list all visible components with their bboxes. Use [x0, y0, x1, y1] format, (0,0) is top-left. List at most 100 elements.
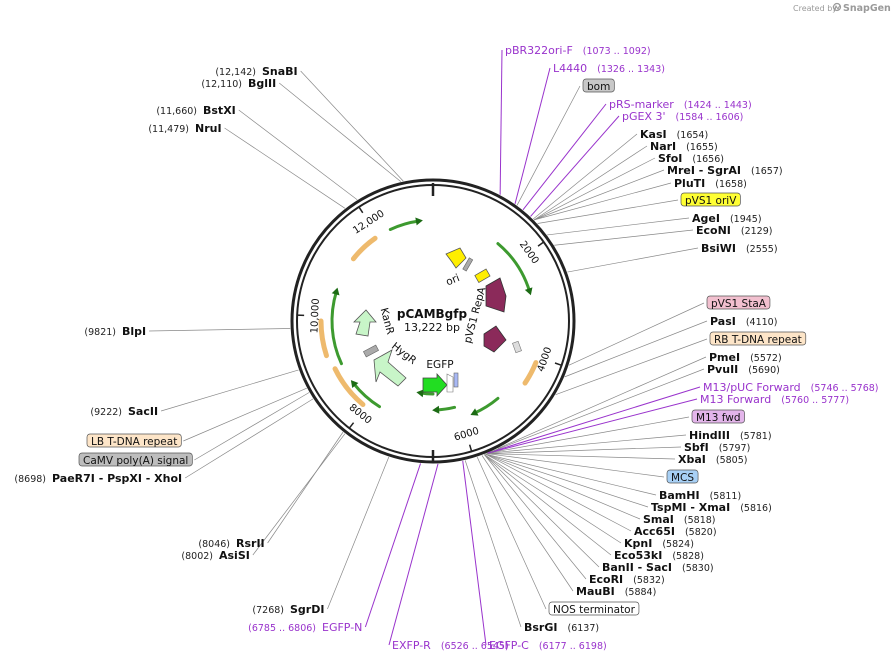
leader-line [149, 328, 291, 332]
primer-label[interactable]: EGFP-C (6177 .. 6198) [489, 639, 607, 652]
enzyme-label[interactable]: BlpI(9821) [84, 325, 146, 338]
feature-label[interactable]: pVS1 StaA [706, 295, 771, 310]
enzyme-label[interactable]: SnaBI(12,142) [215, 65, 297, 78]
leader-line [486, 446, 682, 454]
primer-label[interactable]: M13 Forward(5760 .. 5777) [700, 393, 849, 406]
orf-arc [318, 318, 329, 359]
feature-label[interactable]: NOS terminator [548, 601, 640, 616]
enzyme-label[interactable]: BglII(12,110) [201, 77, 276, 90]
leader-line [522, 103, 607, 211]
enzyme-position: (6137) [567, 623, 599, 634]
tick-label: 6000 [453, 426, 481, 444]
leader-line [484, 454, 600, 568]
site-labels: SnaBI(12,142)BglII(12,110) BstXI(11,660) N… [14, 44, 878, 652]
orf-arrowhead [524, 287, 533, 296]
enzyme-name: EcoNI [696, 224, 731, 237]
primer-label[interactable]: EXFP-R(6526 .. 6545) [392, 639, 509, 652]
enzyme-position: (8698) [14, 474, 46, 485]
enzyme-label[interactable]: KpnI(5824) [624, 537, 694, 550]
enzyme-label[interactable]: BsrGI(6137) [524, 621, 599, 634]
leader-line [537, 199, 679, 224]
enzyme-position: (1945) [730, 214, 762, 225]
primer-position: (1584 .. 1606) [676, 112, 744, 123]
enzyme-label[interactable]: SgrDI(7268) [252, 603, 324, 616]
enzyme-name: PvuII [707, 363, 738, 376]
enzyme-label[interactable]: BsiWI(2555) [701, 242, 778, 255]
enzyme-label[interactable]: BamHI(5811) [659, 489, 741, 502]
enzyme-name: BanII - SacI [602, 561, 672, 574]
tick-label: 2000 [517, 239, 541, 266]
enzyme-label[interactable]: BanII - SacI (5830) [602, 561, 714, 574]
enzyme-name: SacII [128, 405, 158, 418]
enzyme-label[interactable]: XbaI(5805) [678, 453, 747, 466]
enzyme-name: MauBI [576, 585, 615, 598]
feature-label-text: MCS [671, 472, 694, 484]
enzyme-name: HindIII [689, 429, 730, 442]
primer-position: (1073 .. 1092) [583, 46, 651, 57]
leader-line [485, 453, 632, 532]
enzyme-label[interactable]: Eco53kI(5828) [614, 549, 704, 562]
primer-label[interactable]: M13/pUC Forward(5746 .. 5768) [703, 381, 879, 394]
enzyme-position: (9821) [84, 327, 116, 338]
enzyme-label[interactable]: PluTI(1658) [674, 177, 747, 190]
enzyme-position: (5781) [740, 431, 772, 442]
enzyme-label[interactable]: Acc65I(5820) [634, 525, 717, 538]
feature-label[interactable]: LB T-DNA repeat [86, 433, 182, 448]
enzyme-label[interactable]: TspMI - XmaI(5816) [651, 501, 772, 514]
enzyme-label[interactable]: AgeI(1945) [692, 212, 762, 225]
feature-label-box [548, 601, 640, 616]
leader-line [194, 392, 310, 461]
enzyme-label[interactable]: KasI(1654) [640, 128, 708, 141]
primer-name: EGFP-C [489, 639, 529, 652]
primer-label[interactable]: EGFP-N(6785 .. 6806) [248, 621, 362, 634]
primer-position: (6177 .. 6198) [539, 641, 607, 652]
enzyme-label[interactable]: PmeI(5572) [709, 351, 782, 364]
primer-label[interactable]: pRS-marker(1424 .. 1443) [609, 98, 752, 111]
feature-label[interactable]: MCS [666, 469, 699, 484]
feature-label-box [691, 409, 745, 424]
primer-position: (1424 .. 1443) [684, 100, 752, 111]
feature-label-box [680, 192, 741, 207]
enzyme-position: (5830) [682, 563, 714, 574]
enzyme-position: (5820) [685, 527, 717, 538]
enzyme-label[interactable]: EcoNI(2129) [696, 224, 772, 237]
enzyme-label[interactable]: RsrII(8046) [198, 537, 264, 550]
enzyme-label[interactable]: PvuII(5690) [707, 363, 780, 376]
mcs-marker [453, 372, 459, 388]
leader-line [499, 49, 503, 195]
orf-arrowhead [432, 405, 440, 414]
feature-label-box [86, 433, 182, 448]
feature-label[interactable]: M13 fwd [691, 409, 745, 424]
leader-line [497, 356, 707, 449]
enzyme-name: SfoI [658, 152, 682, 165]
enzyme-label[interactable]: SbfI(5797) [684, 441, 750, 454]
enzyme-label[interactable]: EcoRI(5832) [589, 573, 665, 586]
enzyme-label[interactable]: HindIII (5781) [689, 429, 772, 442]
enzyme-label[interactable]: NruI(11,479) [148, 122, 221, 135]
feature-label[interactable]: RB T-DNA repeat [709, 331, 807, 346]
enzyme-name: KpnI [624, 537, 652, 550]
primer-label[interactable]: pBR322ori-F(1073 .. 1092) [505, 44, 651, 57]
primer-label[interactable]: L4440(1326 .. 1343) [553, 62, 665, 75]
tick-mark [554, 362, 562, 366]
enzyme-label[interactable]: AsiSI(8002) [181, 549, 249, 562]
leader-line [567, 247, 699, 273]
primer-label[interactable]: pGEX 3'(1584 .. 1606) [622, 110, 743, 123]
enzyme-label[interactable]: SmaI(5818) [643, 513, 716, 526]
feature-label[interactable]: CaMV poly(A) signal [78, 452, 193, 467]
enzyme-position: (1655) [686, 142, 718, 153]
enzyme-position: (2555) [746, 244, 778, 255]
enzyme-label[interactable]: SacII(9222) [90, 405, 158, 418]
orf-arc [330, 289, 343, 366]
enzyme-label[interactable]: PasI(4110) [710, 315, 777, 328]
enzyme-label[interactable]: PaeR7I - PspXI - XhoI(8698) [14, 472, 182, 485]
leader-line [252, 433, 346, 556]
feature-label[interactable]: pVS1 oriV [680, 192, 741, 207]
enzyme-label[interactable]: MauBI(5884) [576, 585, 656, 598]
enzyme-label[interactable]: MreI - SgrAI(1657) [667, 164, 783, 177]
kanr-label: KanR [378, 307, 397, 336]
enzyme-label[interactable]: SfoI(1656) [658, 152, 724, 165]
enzyme-label[interactable]: NarI(1655) [650, 140, 718, 153]
feature-label[interactable]: bom [582, 78, 615, 93]
enzyme-label[interactable]: BstXI(11,660) [156, 104, 235, 117]
